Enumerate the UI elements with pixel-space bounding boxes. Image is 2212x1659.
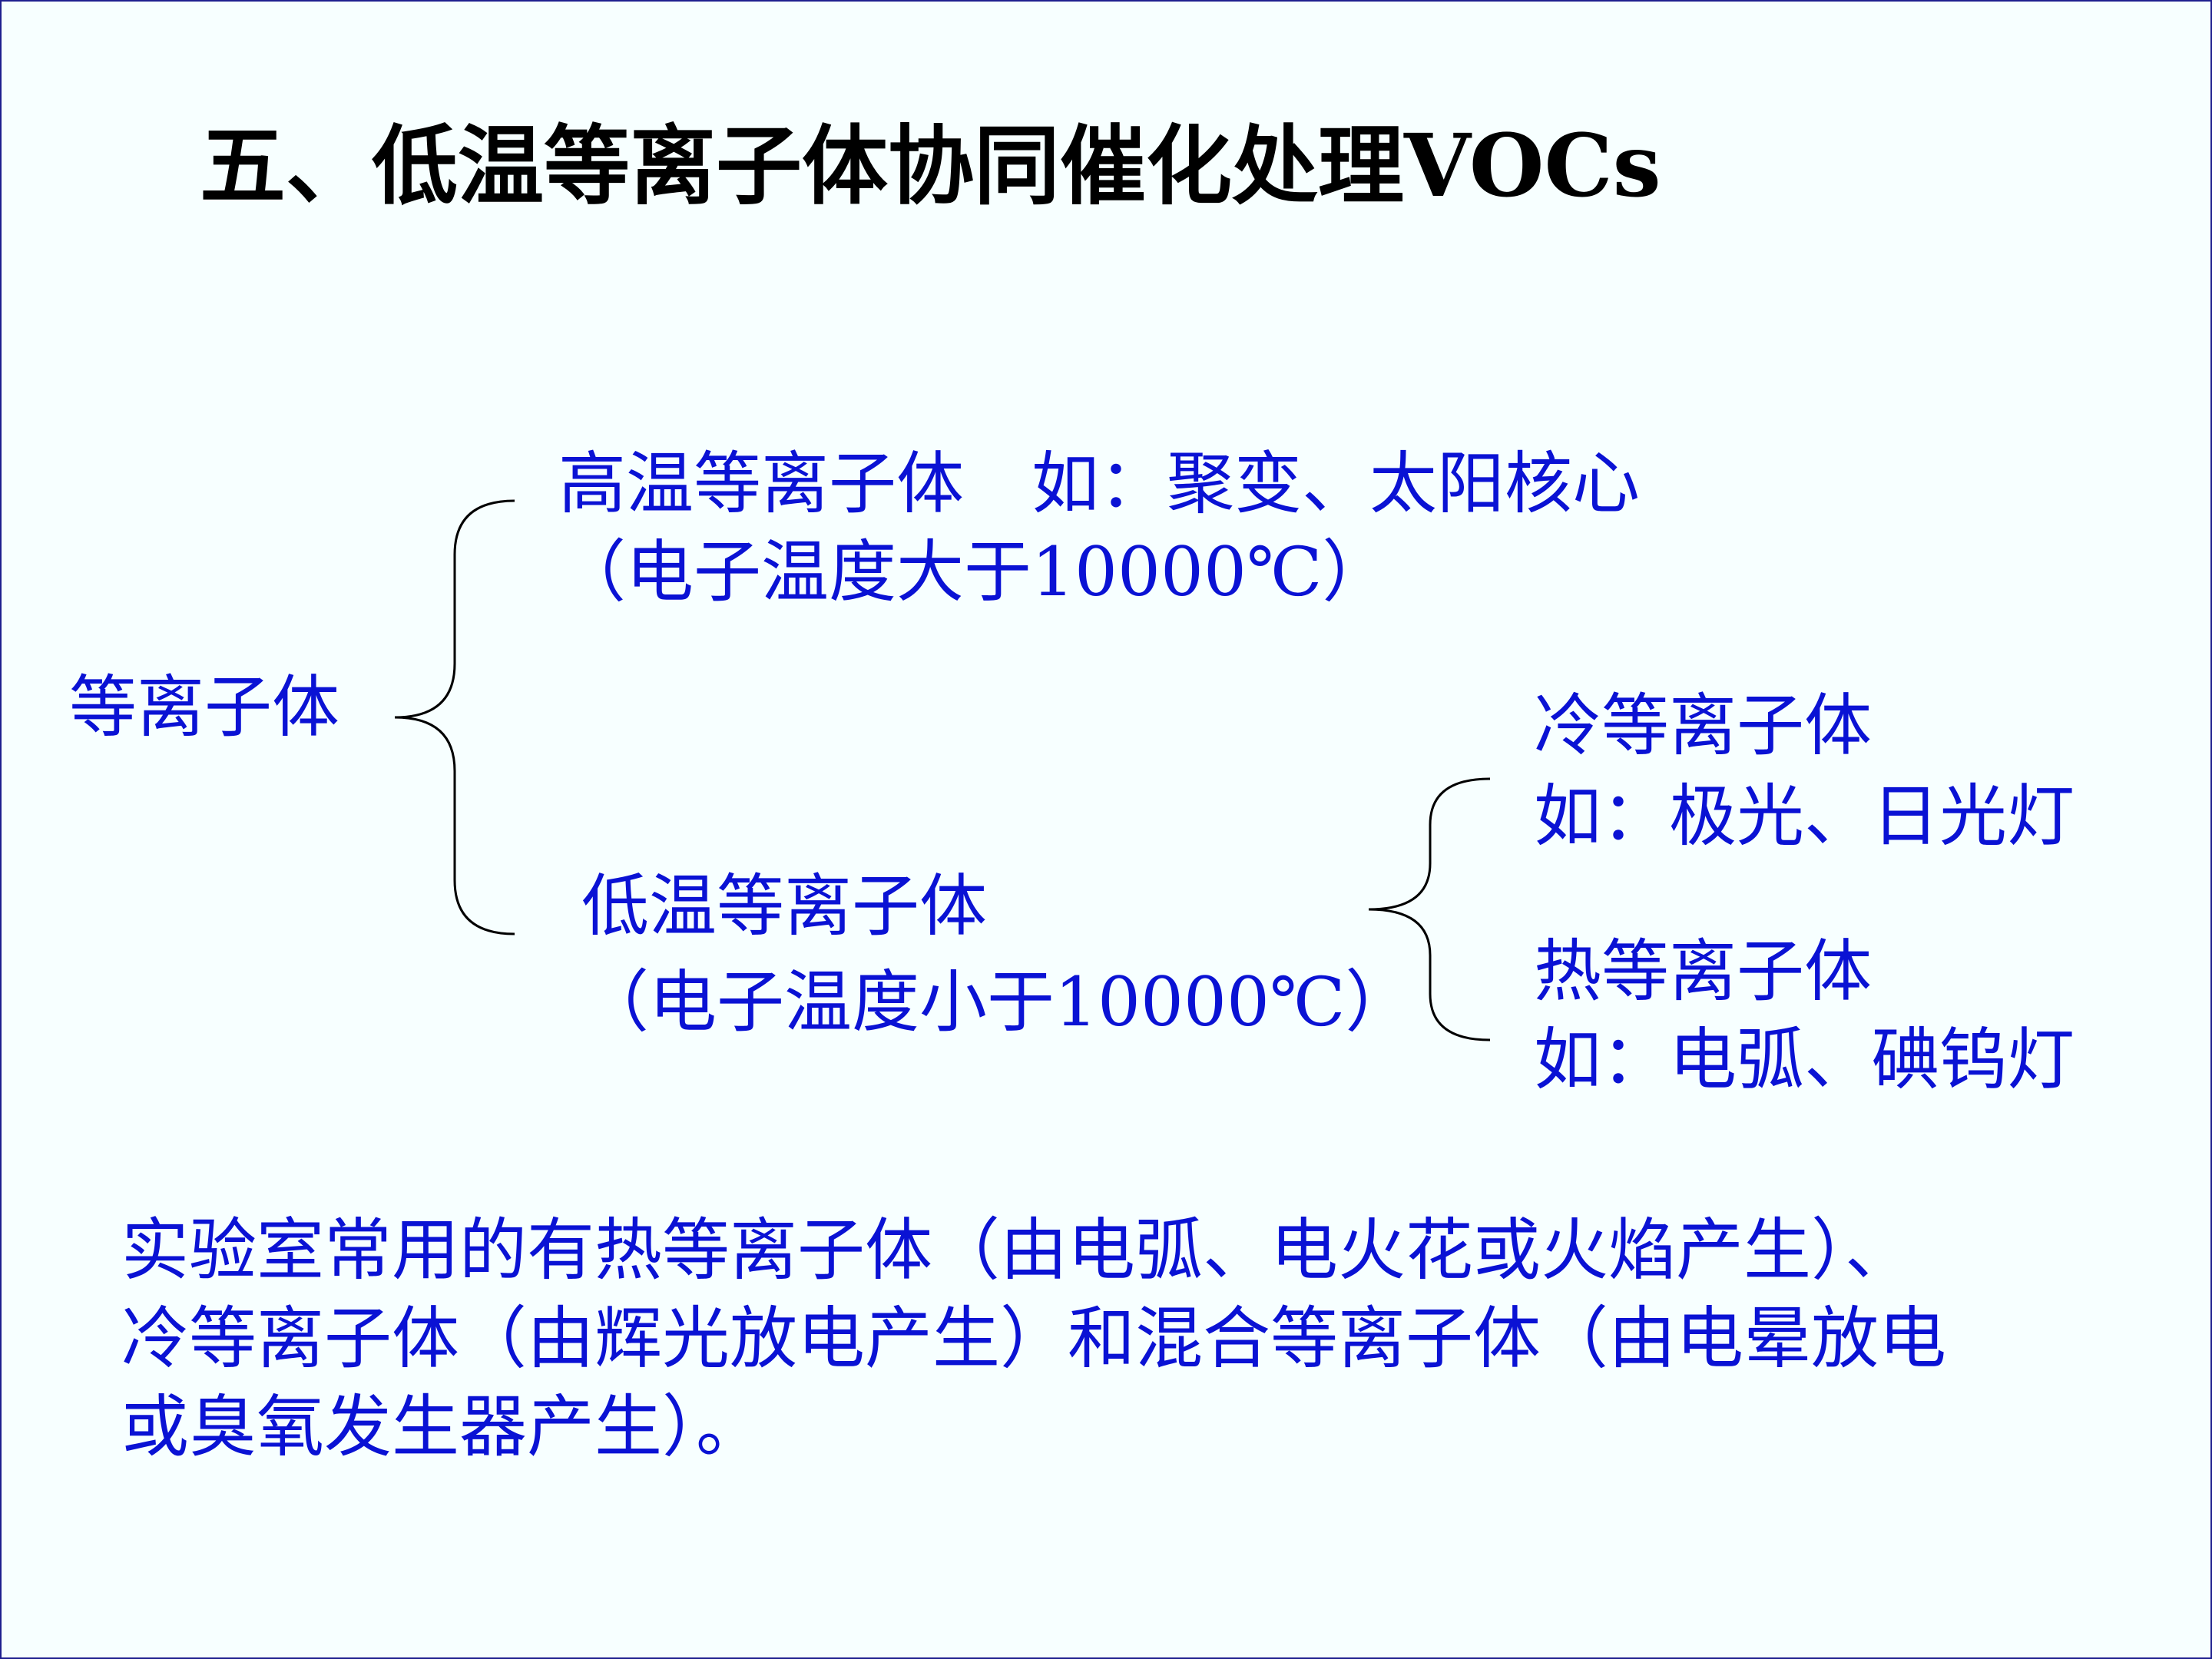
cold-plasma-example: 如：极光、日光灯 <box>1534 777 2075 856</box>
hot-plasma-example: 如：电弧、碘钨灯 <box>1534 1020 2075 1099</box>
low-temp-label: 低温等离子体 <box>581 866 988 945</box>
low-temp-note: （电子温度小于10000℃） <box>581 962 1413 1041</box>
main-brace <box>394 499 515 935</box>
hot-plasma-label: 热等离子体 <box>1534 932 1873 1011</box>
root-label: 等离子体 <box>69 667 340 747</box>
slide-title: 五、低温等离子体协同催化处理VOCs <box>200 116 1661 217</box>
high-temp-note: （电子温度大于10000℃） <box>558 532 1390 611</box>
paragraph-line: 或臭氧发生器产生）。 <box>121 1387 764 1466</box>
cold-plasma-label: 冷等离子体 <box>1534 686 1873 765</box>
paragraph-line: 实验室常用的有热等离子体（由电弧、电火花或火焰产生）、 <box>121 1210 1913 1290</box>
high-temp-label: 高温等离子体 如：聚变、太阳核心 <box>558 444 1641 523</box>
paragraph-line: 冷等离子体（由辉光放电产生）和混合等离子体（由电晕放电 <box>121 1299 1947 1378</box>
description-paragraph: 实验室常用的有热等离子体（由电弧、电火花或火焰产生）、 冷等离子体（由辉光放电产… <box>121 1206 2134 1471</box>
